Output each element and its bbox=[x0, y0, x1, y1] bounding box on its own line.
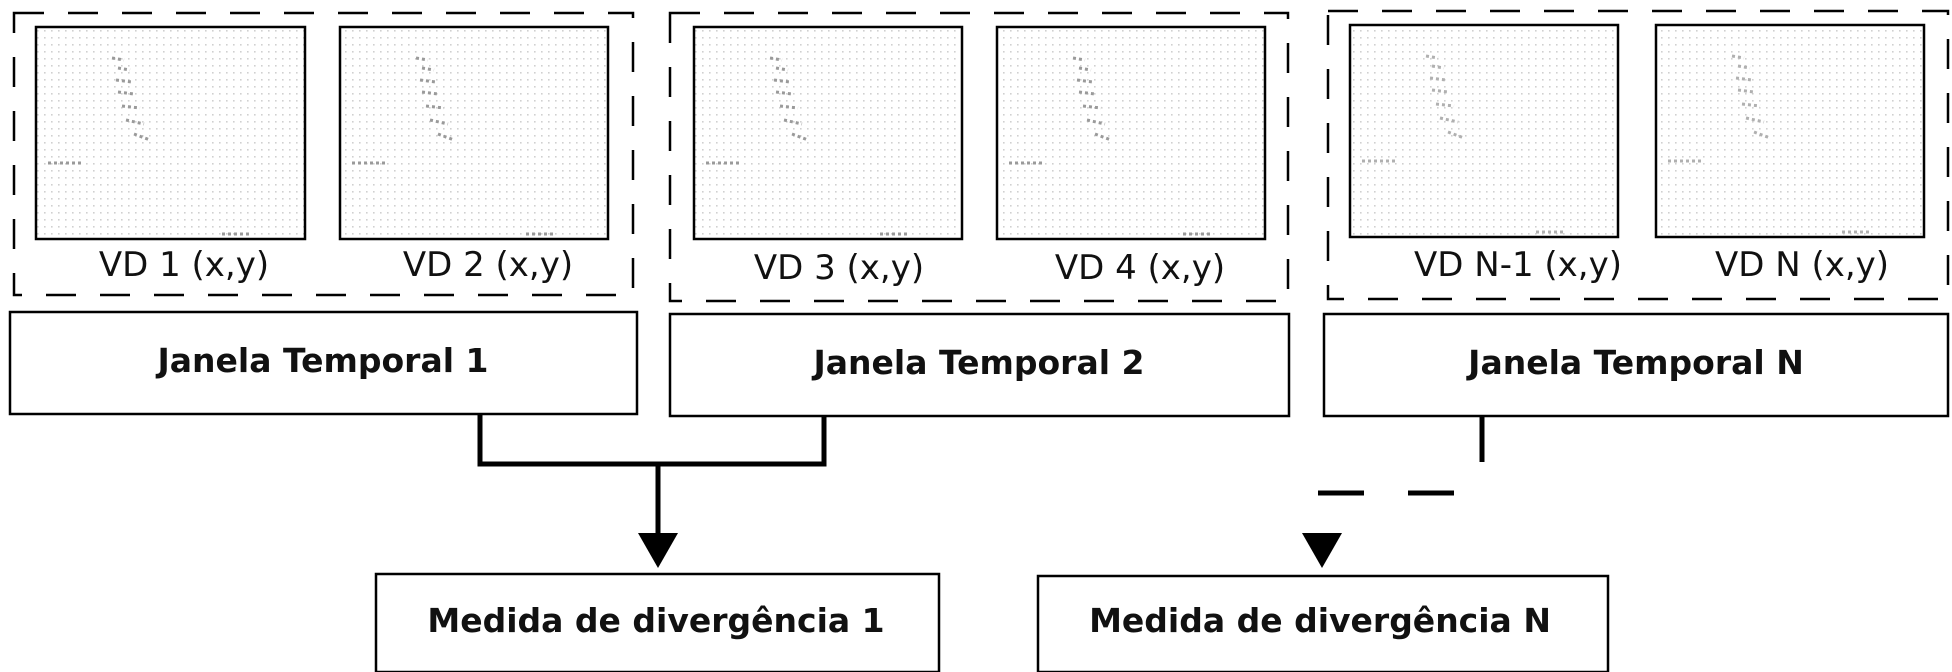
frame-vd-n-1 bbox=[1348, 23, 1620, 239]
arrowhead-divergence-n bbox=[1302, 533, 1342, 568]
frame-vd-1 bbox=[34, 25, 307, 241]
time-window-box-2: Janela Temporal 2 bbox=[668, 312, 1291, 418]
window-group-2 bbox=[668, 11, 1290, 303]
connector-windows-1-2 bbox=[477, 414, 827, 467]
frame-label-vd-n-1: VD N-1 (x,y) bbox=[1414, 245, 1622, 285]
frame-label-vd-4: VD 4 (x,y) bbox=[1055, 248, 1225, 288]
time-window-box-n: Janela Temporal N bbox=[1322, 312, 1950, 418]
figure-sketch bbox=[1009, 56, 1211, 236]
arrowhead-divergence-1 bbox=[638, 533, 678, 568]
time-window-box-1: Janela Temporal 1 bbox=[8, 310, 639, 416]
figure-sketch bbox=[352, 56, 554, 236]
time-window-label-1: Janela Temporal 1 bbox=[156, 341, 489, 380]
frame-label-vd-n: VD N (x,y) bbox=[1715, 245, 1889, 285]
frame-label-vd-3: VD 3 (x,y) bbox=[754, 248, 924, 288]
frame-vd-n bbox=[1654, 23, 1926, 239]
frame-label-vd-1: VD 1 (x,y) bbox=[99, 245, 269, 285]
frame-vd-2 bbox=[338, 25, 610, 241]
divergence-box-n: Medida de divergência N bbox=[1036, 574, 1610, 672]
divergence-label-n: Medida de divergência N bbox=[1089, 601, 1551, 640]
time-window-label-2: Janela Temporal 2 bbox=[812, 343, 1145, 382]
frame-label-vd-2: VD 2 (x,y) bbox=[403, 245, 573, 285]
figure-sketch bbox=[1668, 54, 1870, 234]
window-group-n bbox=[1326, 9, 1950, 301]
time-window-label-n: Janela Temporal N bbox=[1466, 343, 1804, 382]
figure-sketch bbox=[706, 56, 908, 236]
divergence-label-1: Medida de divergência 1 bbox=[427, 601, 884, 640]
frame-vd-4 bbox=[995, 25, 1267, 241]
figure-sketch bbox=[1362, 54, 1564, 234]
figure-sketch bbox=[48, 56, 250, 236]
frame-vd-3 bbox=[692, 25, 964, 241]
window-group-1 bbox=[12, 11, 635, 297]
divergence-box-1: Medida de divergência 1 bbox=[374, 572, 941, 672]
